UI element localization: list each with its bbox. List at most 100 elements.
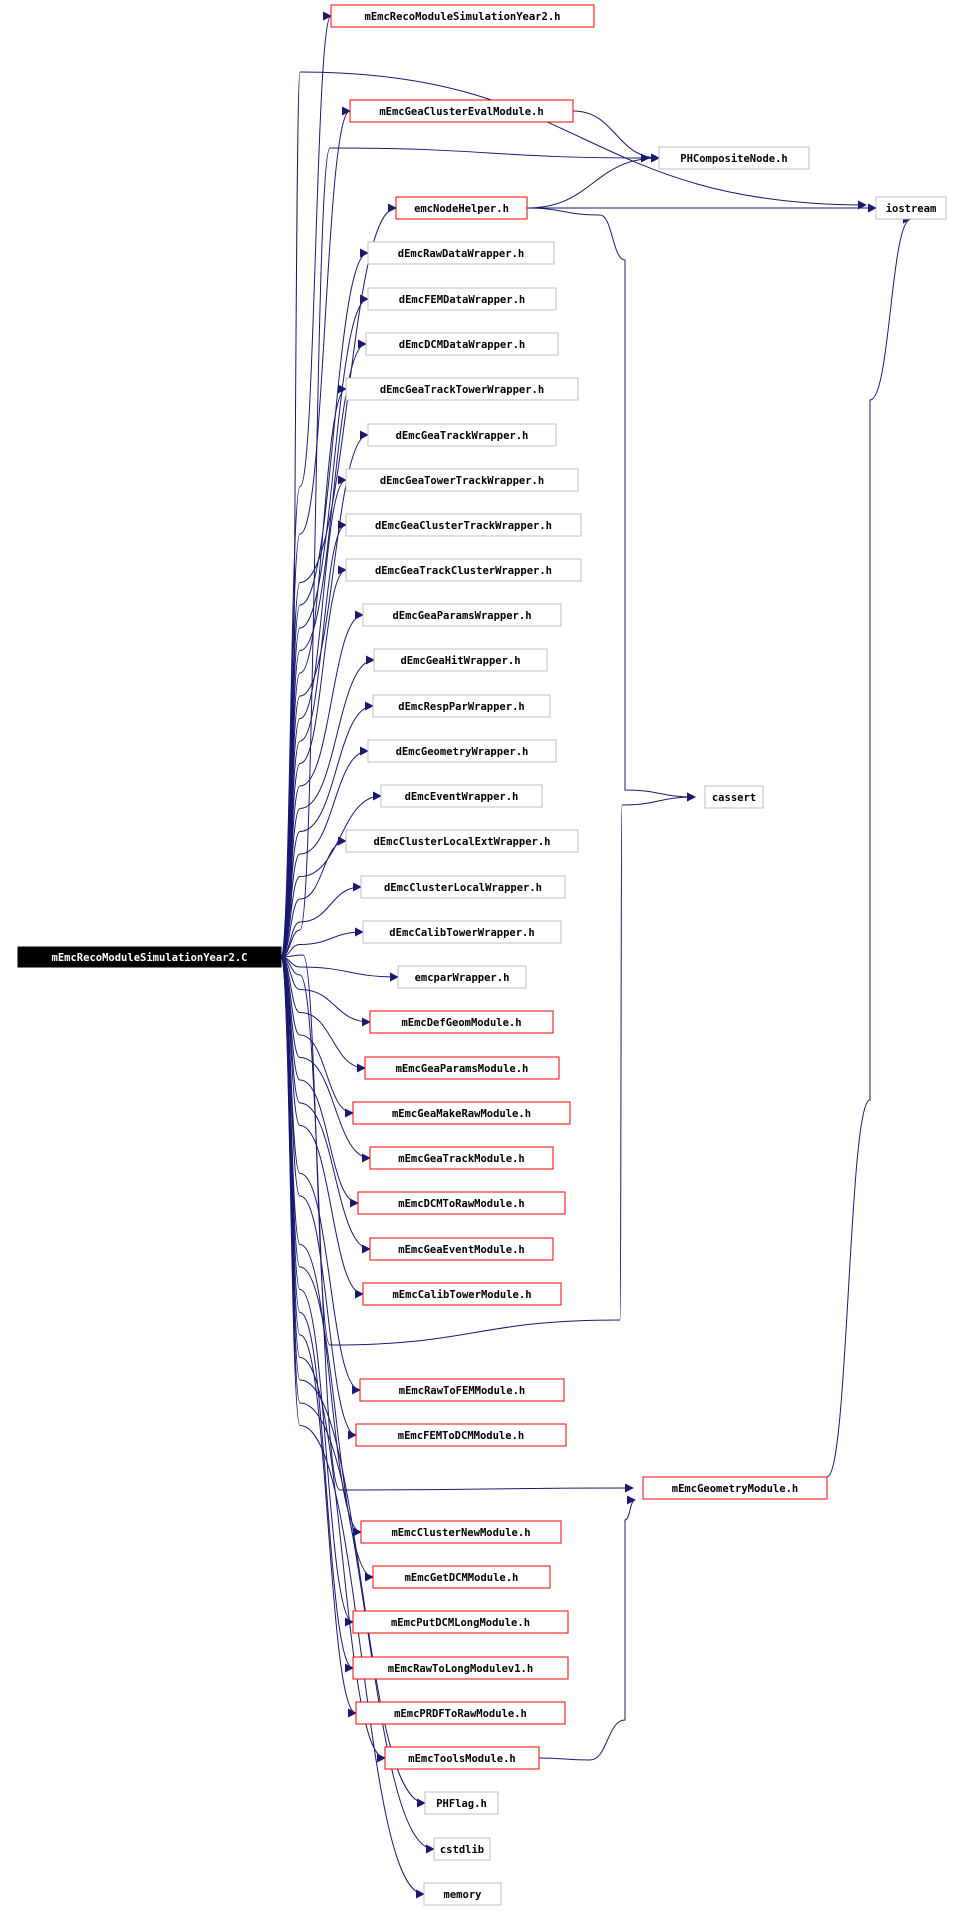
node-label: dEmcGeaTrackWrapper.h — [396, 430, 529, 442]
node-box — [362, 920, 562, 944]
edge-nodehelper-to-cassert — [526, 207, 696, 802]
node-box — [369, 1146, 554, 1170]
node-box — [362, 603, 562, 627]
node-clusterlocal[interactable]: dEmcClusterLocalWrapper.h — [360, 875, 566, 899]
node-box — [352, 1610, 569, 1634]
node-clusterlocalext[interactable]: dEmcClusterLocalExtWrapper.h — [345, 829, 579, 853]
node-rawtolong[interactable]: mEmcRawToLongModulev1.h — [352, 1656, 569, 1680]
edge-root-to-geommod — [280, 956, 634, 1493]
node-box — [397, 965, 527, 989]
node-memory[interactable]: memory — [423, 1882, 502, 1906]
node-box — [365, 332, 559, 356]
node-femdata[interactable]: dEmcFEMDataWrapper.h — [367, 287, 557, 311]
node-geatrack[interactable]: mEmcGeaTrackModule.h — [369, 1146, 554, 1170]
edge-root-to-emcpar — [280, 956, 399, 982]
node-box — [367, 287, 557, 311]
node-prdftoraw[interactable]: mEmcPRDFToRawModule.h — [355, 1701, 566, 1725]
node-label: mEmcFEMToDCMModule.h — [398, 1430, 524, 1442]
node-tools[interactable]: mEmcToolsModule.h — [384, 1746, 540, 1770]
node-getdcm[interactable]: mEmcGetDCMModule.h — [372, 1565, 551, 1589]
node-calibtowermod[interactable]: mEmcCalibTowerModule.h — [362, 1282, 562, 1306]
node-clustereval[interactable]: mEmcGeaClusterEvalModule.h — [349, 99, 574, 123]
node-box — [357, 1191, 566, 1215]
node-femtodcm[interactable]: mEmcFEMToDCMModule.h — [355, 1423, 567, 1447]
node-event[interactable]: dEmcEventWrapper.h — [380, 784, 543, 808]
node-box — [369, 1237, 554, 1261]
node-box — [355, 1701, 566, 1725]
edge-root-to-femtodcm — [280, 956, 357, 1440]
node-clustertrk[interactable]: dEmcGeaClusterTrackWrapper.h — [345, 513, 582, 537]
node-putdcm[interactable]: mEmcPutDCMLongModule.h — [352, 1610, 569, 1634]
node-label: mEmcRecoModuleSimulationYear2.h — [365, 11, 561, 23]
node-geommod[interactable]: mEmcGeometryModule.h — [642, 1476, 828, 1500]
node-emcpar[interactable]: emcparWrapper.h — [397, 965, 527, 989]
node-box — [352, 1101, 571, 1125]
node-cassert[interactable]: cassert — [704, 785, 764, 809]
node-hit[interactable]: dEmcGeaHitWrapper.h — [373, 648, 548, 672]
node-box — [362, 1282, 562, 1306]
node-phcomposite[interactable]: PHCompositeNode.h — [658, 146, 810, 170]
edge-tools-to-geommod — [538, 1495, 636, 1761]
node-label: dEmcGeaParamsWrapper.h — [392, 610, 531, 622]
edge-root-to-geometry — [280, 746, 369, 958]
node-defgeom[interactable]: mEmcDefGeomModule.h — [369, 1010, 554, 1034]
node-box — [367, 739, 557, 763]
node-label: mEmcGeaParamsModule.h — [396, 1063, 529, 1075]
node-label: mEmcPutDCMLongModule.h — [391, 1617, 530, 1629]
node-box — [360, 1520, 562, 1544]
node-label: dEmcGeaTrackClusterWrapper.h — [375, 565, 552, 577]
node-rawdata[interactable]: dEmcRawDataWrapper.h — [367, 241, 555, 265]
node-label: mEmcClusterNewModule.h — [391, 1527, 530, 1539]
node-box — [345, 829, 579, 853]
node-box — [349, 99, 574, 123]
node-box — [875, 196, 947, 220]
node-box — [367, 241, 555, 265]
node-clusternew[interactable]: mEmcClusterNewModule.h — [360, 1520, 562, 1544]
node-label: mEmcGeaTrackModule.h — [398, 1153, 524, 1165]
node-resppar[interactable]: dEmcRespParWrapper.h — [372, 694, 551, 718]
node-label: dEmcRespParWrapper.h — [398, 701, 524, 713]
node-calibtower[interactable]: dEmcCalibTowerWrapper.h — [362, 920, 562, 944]
edge-root-to-phcomposite — [280, 147, 650, 958]
node-nodehelper[interactable]: emcNodeHelper.h — [395, 196, 528, 220]
node-rawtofem[interactable]: mEmcRawToFEMModule.h — [359, 1378, 565, 1402]
node-box — [345, 377, 579, 401]
node-trkcluster[interactable]: dEmcGeaTrackClusterWrapper.h — [345, 558, 582, 582]
node-dcmdata[interactable]: dEmcDCMDataWrapper.h — [365, 332, 559, 356]
node-label: PHCompositeNode.h — [680, 153, 787, 165]
edge-root-to-calibtower — [280, 927, 364, 958]
node-iostream[interactable]: iostream — [875, 196, 947, 220]
node-recoh[interactable]: mEmcRecoModuleSimulationYear2.h — [330, 4, 595, 28]
node-box — [423, 1882, 502, 1906]
edge-root-to-hit — [280, 655, 375, 958]
node-box — [380, 784, 543, 808]
edge-geommod-to-iostream — [826, 214, 912, 1478]
node-label: mEmcGeaMakeRawModule.h — [392, 1108, 531, 1120]
edge-root-to-cassert — [280, 792, 696, 1346]
node-cstdlib[interactable]: cstdlib — [433, 1837, 491, 1861]
node-makeraw[interactable]: mEmcGeaMakeRawModule.h — [352, 1101, 571, 1125]
node-track[interactable]: dEmcGeaTrackWrapper.h — [367, 423, 557, 447]
node-box — [372, 694, 551, 718]
edge-clustereval-to-phcomposite — [572, 110, 660, 163]
root-node[interactable]: mEmcRecoModuleSimulationYear2.C — [17, 946, 282, 968]
node-label: dEmcRawDataWrapper.h — [398, 248, 524, 260]
node-label: dEmcGeometryWrapper.h — [396, 746, 529, 758]
node-geometry[interactable]: dEmcGeometryWrapper.h — [367, 739, 557, 763]
node-phflag[interactable]: PHFlag.h — [424, 1791, 499, 1815]
edge-root-to-clusterlocal — [280, 882, 362, 958]
node-label: memory — [444, 1889, 483, 1901]
node-box — [360, 875, 566, 899]
node-params[interactable]: dEmcGeaParamsWrapper.h — [362, 603, 562, 627]
node-box — [359, 1378, 565, 1402]
node-label: mEmcRawToLongModulev1.h — [388, 1663, 533, 1675]
node-label: mEmcRawToFEMModule.h — [399, 1385, 525, 1397]
node-label: dEmcGeaClusterTrackWrapper.h — [375, 520, 552, 532]
node-dcmtoraw[interactable]: mEmcDCMToRawModule.h — [357, 1191, 566, 1215]
node-label: dEmcClusterLocalWrapper.h — [384, 882, 542, 894]
node-label: mEmcDCMToRawModule.h — [398, 1198, 524, 1210]
node-trktower[interactable]: dEmcGeaTrackTowerWrapper.h — [345, 377, 579, 401]
node-towertrk[interactable]: dEmcGeaTowerTrackWrapper.h — [345, 468, 579, 492]
node-geaparams[interactable]: mEmcGeaParamsModule.h — [364, 1056, 560, 1080]
node-geaevent[interactable]: mEmcGeaEventModule.h — [369, 1237, 554, 1261]
